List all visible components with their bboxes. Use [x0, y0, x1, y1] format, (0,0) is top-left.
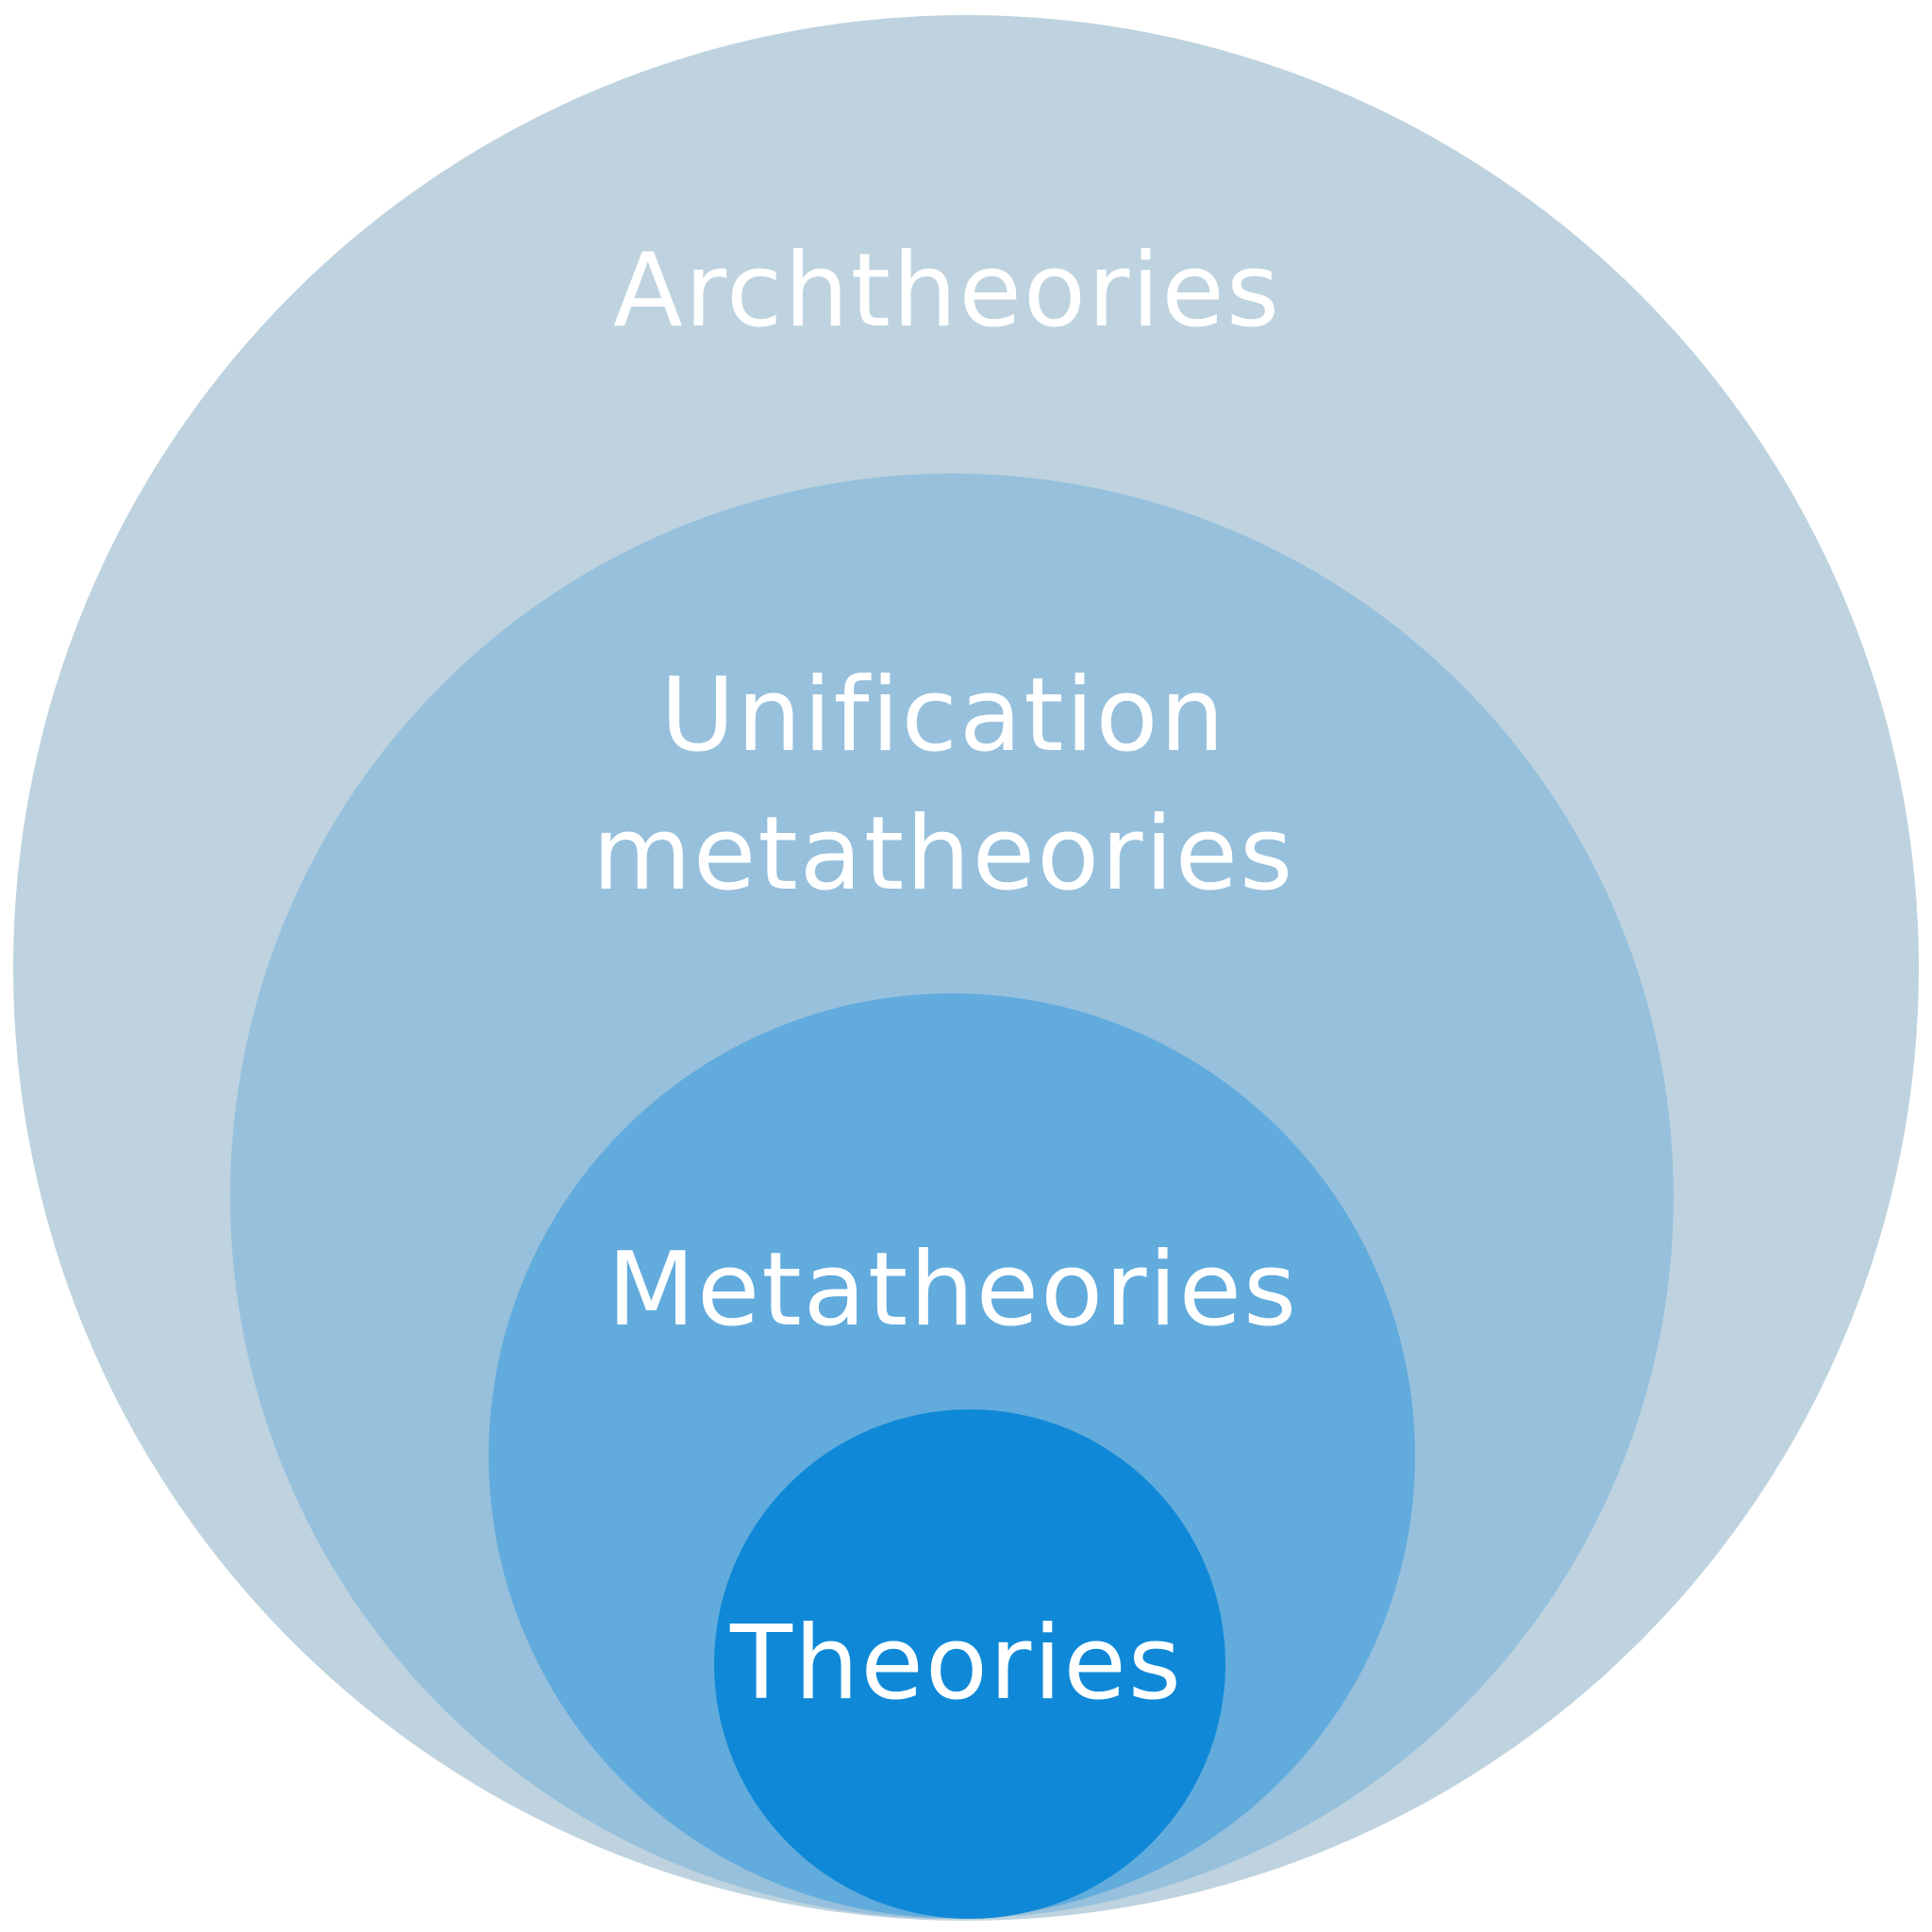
ring-metatheories-label: Metatheories: [608, 1231, 1299, 1349]
ring-unification-metatheories-label-line-1: Unification: [660, 657, 1226, 774]
ring-theories-shape: [714, 1409, 1225, 1919]
ring-unification-metatheories-label-line-2: metatheories: [592, 795, 1295, 913]
ring-theories-label: Theories: [729, 1605, 1183, 1723]
ring-theories: Theories: [714, 1409, 1225, 1919]
ring-architheories-label: Archtheories: [613, 232, 1281, 350]
